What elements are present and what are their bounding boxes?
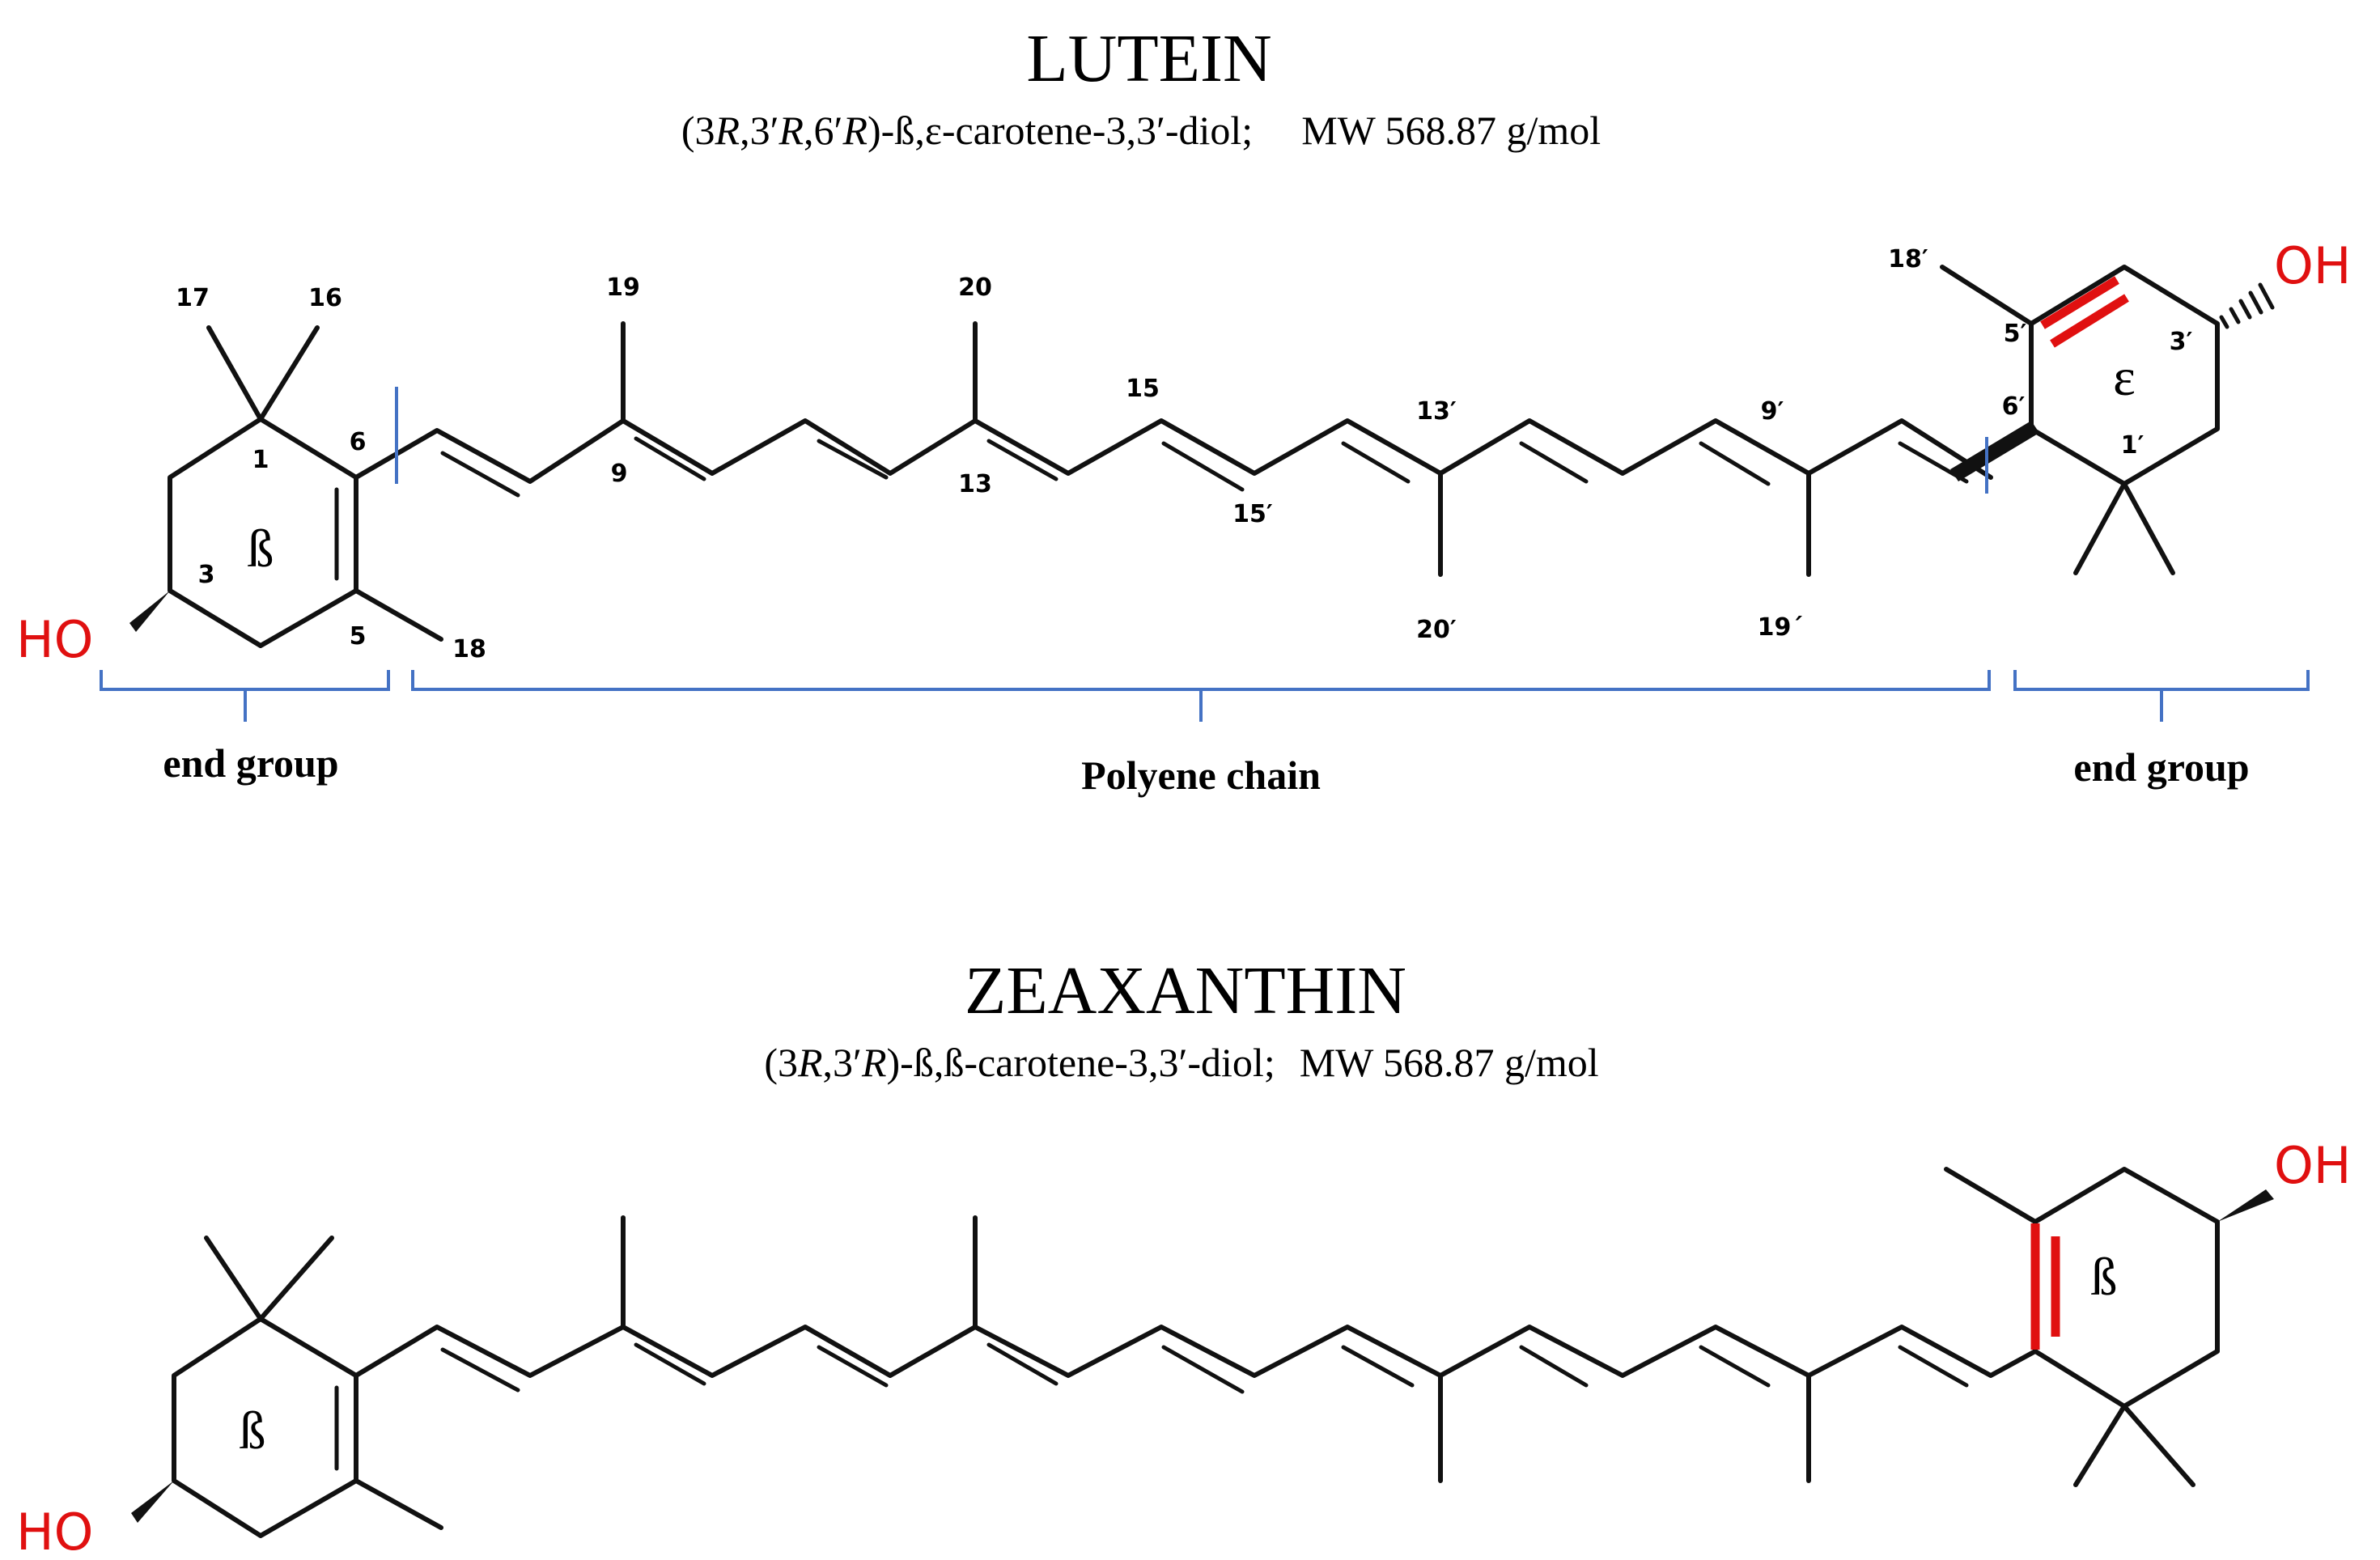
zeaxanthin-oh-label: OH [2274, 1136, 2351, 1195]
carbon-number: 13′ [1416, 397, 1457, 426]
carbon-number: 20′ [1416, 616, 1457, 644]
label-end-group-right: end group [2073, 744, 2249, 790]
label-end-group-left: end group [163, 740, 338, 786]
bracket-end-group-right [2013, 670, 2310, 691]
carbon-number: 13 [958, 470, 992, 498]
zeaxanthin-ring-left-label: ß [240, 1401, 266, 1460]
carbon-number: 17 [176, 284, 210, 312]
carbon-number: 3′ [2170, 328, 2193, 356]
carbon-number: 19 [606, 273, 640, 302]
carbon-number: 6 [350, 428, 367, 456]
carbon-number: 20 [958, 273, 992, 302]
lutein-subtitle: (3R,3′R,6′R)-ß,ε-carotene-3,3′-diol;MW 5… [681, 108, 1601, 153]
zeaxanthin-title: ZEAXANTHIN [965, 953, 1406, 1028]
carbon-number: 15′ [1232, 500, 1273, 528]
zeaxanthin-ho-label: HO [16, 1503, 93, 1560]
zeaxanthin-subtitle: (3R,3′R)-ß,ß-carotene-3,3′-diol;MW 568.8… [764, 1040, 1598, 1085]
lutein-title: LUTEIN [1026, 21, 1271, 96]
lutein-ho-label: HO [16, 610, 93, 669]
label-polyene-chain: Polyene chain [1081, 752, 1321, 798]
lutein-brackets [100, 670, 2310, 722]
carbon-number: 1′ [2121, 431, 2145, 460]
carbon-number: 5 [350, 622, 367, 651]
lutein-oh-label: OH [2274, 236, 2351, 295]
carbon-number: 18′ [1888, 245, 1928, 273]
carbon-number: 3 [198, 561, 215, 589]
lutein-hashed-bond [2219, 282, 2275, 329]
carbon-number: 6′ [2002, 392, 2026, 421]
lutein-ring-right-label: ε [2113, 348, 2136, 407]
lutein-skeleton [129, 265, 2275, 648]
carbon-number: 9 [611, 460, 628, 488]
zeaxanthin-ring-right-label: ß [2091, 1248, 2118, 1307]
carbon-number: 16 [308, 284, 342, 312]
carbon-number: 1 [252, 446, 269, 474]
carbon-number: 5′ [2004, 320, 2027, 348]
lutein-ring-left-label: ß [248, 519, 274, 579]
zeaxanthin-skeleton [131, 1167, 2274, 1538]
carbon-number: 9′ [1761, 397, 1784, 426]
bracket-polyene-chain [411, 670, 1991, 691]
bracket-end-group-left [100, 670, 390, 691]
carbon-number: 15 [1126, 375, 1160, 403]
carbon-number: 18 [452, 635, 486, 663]
carbon-number: 19´ [1758, 613, 1804, 642]
lutein-carbon-numbers: 17 16 1 6 3 5 18 19 9 20 13 15 15′ 13′ 2… [176, 245, 2192, 663]
